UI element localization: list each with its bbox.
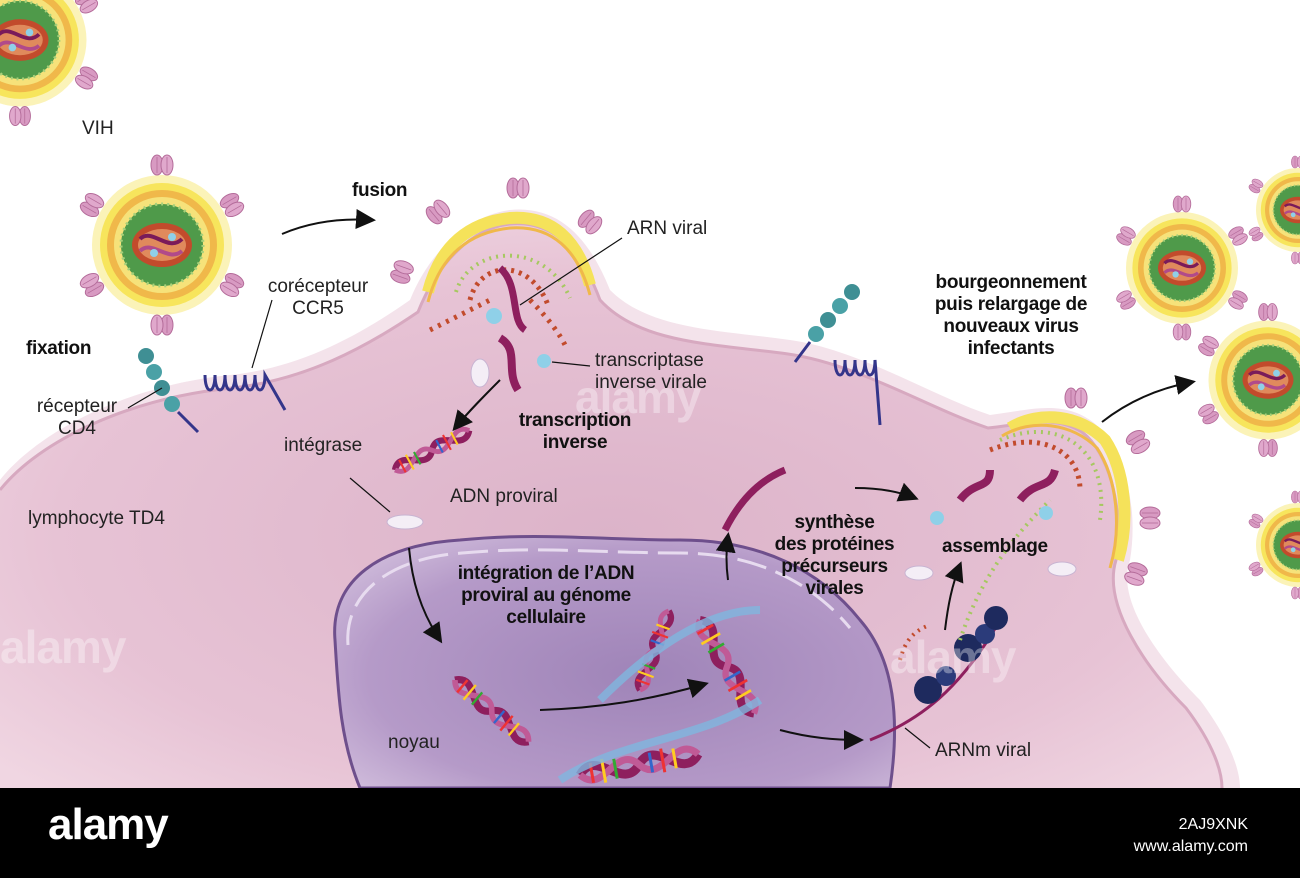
- stock-logo: alamy: [48, 800, 169, 849]
- label-bourgeonnement: bourgeonnement puis relargage de nouveau…: [912, 272, 1110, 360]
- label-noyau: noyau: [388, 732, 440, 753]
- label-synthese-line1: synthèse: [794, 512, 875, 533]
- stock-site-url: www.alamy.com: [1133, 838, 1248, 855]
- label-transcription-inverse: transcription inverse: [500, 410, 650, 454]
- label-integrase: intégrase: [284, 435, 363, 456]
- label-vih: VIH: [82, 118, 114, 139]
- stock-image-info: 2AJ9XNK www.alamy.com: [1134, 814, 1248, 858]
- label-corecepteur-line2: CCR5: [292, 298, 344, 319]
- label-synthese-line4: virales: [805, 578, 864, 599]
- ccr5-coreceptor: [203, 369, 287, 411]
- label-recepteur-line1: récepteur: [36, 396, 118, 417]
- label-fixation: fixation: [26, 338, 92, 359]
- label-synthese-line2: des protéines: [774, 534, 895, 555]
- label-transcriptase-line1: transcriptase: [595, 350, 704, 371]
- label-transcriptase: transcriptase inverse virale: [595, 350, 707, 394]
- label-transcription-line2: inverse: [542, 432, 608, 453]
- label-bourgeon-line3: nouveaux virus: [943, 316, 1079, 337]
- label-adn-proviral: ADN proviral: [450, 486, 558, 507]
- label-bourgeon-line4: infectants: [967, 338, 1055, 359]
- label-assemblage: assemblage: [942, 536, 1048, 557]
- label-arnm-viral: ARNm viral: [935, 740, 1032, 761]
- label-lymphocyte: lymphocyte TD4: [28, 508, 165, 529]
- label-transcription-line1: transcription: [518, 410, 632, 431]
- label-synthese: synthèse des protéines précurseurs viral…: [752, 512, 917, 600]
- label-bourgeon-line1: bourgeonnement: [935, 272, 1087, 293]
- label-fusion: fusion: [352, 180, 408, 201]
- watermark-right: alamy: [890, 631, 1016, 683]
- label-corecepteur: corécepteur CCR5: [252, 276, 384, 320]
- label-integration: intégration de l’ADN proviral au génome …: [436, 563, 656, 629]
- label-recepteur-line2: CD4: [57, 418, 96, 439]
- stock-image-id: 2AJ9XNK: [1178, 816, 1248, 833]
- label-integration-line2: proviral au génome: [461, 585, 631, 606]
- label-recepteur: récepteur CD4: [22, 396, 132, 440]
- cd4-receptor: [138, 348, 200, 434]
- label-arn-viral: ARN viral: [627, 218, 708, 239]
- label-corecepteur-line1: corécepteur: [267, 276, 369, 297]
- label-integration-line1: intégration de l’ADN: [457, 563, 635, 584]
- watermark-left: alamy: [0, 621, 126, 673]
- label-synthese-line3: précurseurs: [781, 556, 888, 577]
- label-bourgeon-line2: puis relargage de: [934, 294, 1088, 315]
- watermark-center: alamy: [575, 371, 701, 423]
- stock-footer-bar: [0, 788, 1300, 878]
- label-integration-line3: cellulaire: [506, 607, 586, 628]
- label-transcriptase-line2: inverse virale: [595, 372, 707, 393]
